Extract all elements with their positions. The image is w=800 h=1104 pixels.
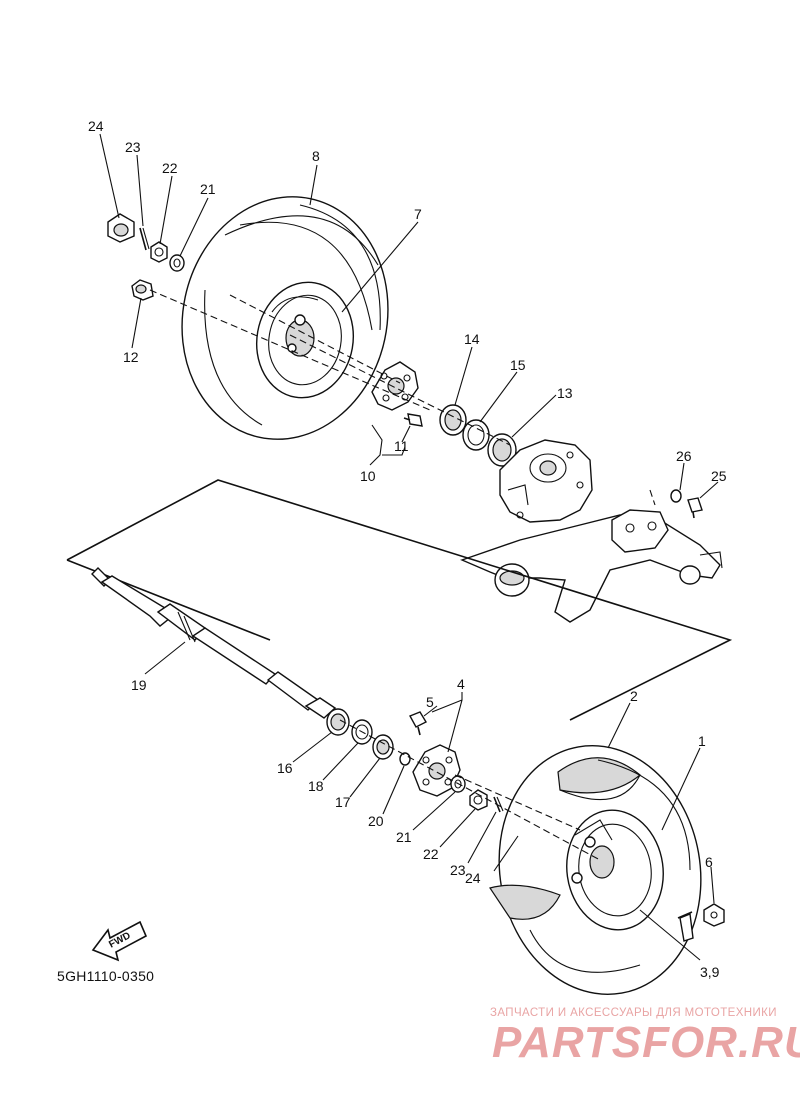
o-ring-20 <box>399 752 411 766</box>
callout-11: 11 <box>394 438 409 454</box>
nut-24-upper <box>107 213 135 243</box>
swingarm <box>460 509 723 623</box>
callout-4: 4 <box>457 676 465 692</box>
bolt-5 <box>409 711 427 736</box>
callout-25: 25 <box>711 468 727 484</box>
bearing-14 <box>439 404 467 436</box>
bearing-16 <box>326 708 350 736</box>
callouts: 24 23 22 21 8 7 12 14 15 13 11 10 26 25 … <box>88 118 727 980</box>
washer-21-upper <box>169 254 185 272</box>
hub-7-upper <box>371 361 419 411</box>
callout-5: 5 <box>426 694 434 710</box>
nut-22-upper <box>150 241 168 263</box>
bolt-11 <box>403 413 423 427</box>
cotter-pin-23-upper <box>139 227 150 251</box>
nut-12 <box>131 279 154 301</box>
collar-17 <box>372 734 394 760</box>
callout-19: 19 <box>131 677 147 693</box>
watermark-logo: PARTSFOR.RU <box>492 1018 800 1067</box>
callout-22-upper: 22 <box>162 160 178 176</box>
wheel-rim-1 <box>566 809 664 931</box>
fwd-label: FWD <box>107 930 132 950</box>
wheel-rim-upper <box>255 281 355 399</box>
bolt-25 <box>687 497 703 519</box>
callout-22-lower: 22 <box>423 846 439 862</box>
nut-22-lower <box>469 789 488 811</box>
stud-bolt-3-9 <box>677 911 694 942</box>
callout-13: 13 <box>557 385 573 401</box>
leader-lines <box>99 133 719 961</box>
callout-7: 7 <box>414 206 422 222</box>
callout-3-9: 3,9 <box>700 964 720 980</box>
callout-14: 14 <box>464 331 480 347</box>
washer-26 <box>670 489 682 503</box>
callout-23-upper: 23 <box>125 139 141 155</box>
rear-axle-19 <box>91 567 337 719</box>
nut-6 <box>703 903 725 927</box>
callout-16: 16 <box>277 760 293 776</box>
callout-10: 10 <box>360 468 376 484</box>
callout-2: 2 <box>630 688 638 704</box>
axle-housing <box>499 439 593 523</box>
watermark-tagline: ЗАПЧАСТИ И АКСЕССУАРЫ ДЛЯ МОТОТЕХНИКИ <box>490 1007 777 1019</box>
callout-24-upper: 24 <box>88 118 104 134</box>
callout-15: 15 <box>510 357 526 373</box>
callout-12: 12 <box>123 349 139 365</box>
callout-6: 6 <box>705 854 713 870</box>
callout-1: 1 <box>698 733 706 749</box>
callout-26: 26 <box>676 448 692 464</box>
seal-15 <box>462 419 490 451</box>
callout-20: 20 <box>368 813 384 829</box>
callout-23-lower: 23 <box>450 862 466 878</box>
callout-24-lower: 24 <box>465 870 481 886</box>
callout-21-lower: 21 <box>396 829 412 845</box>
callout-18: 18 <box>308 778 324 794</box>
assembly-lines <box>149 289 656 861</box>
cotter-pin-23-lower <box>493 796 504 813</box>
callout-17: 17 <box>335 794 351 810</box>
callout-21-upper: 21 <box>200 181 216 197</box>
fwd-arrow-icon: FWD <box>91 920 148 962</box>
drawing-code: 5GH1110-0350 <box>57 968 155 984</box>
bearing-13 <box>487 433 517 467</box>
callout-8: 8 <box>312 148 320 164</box>
